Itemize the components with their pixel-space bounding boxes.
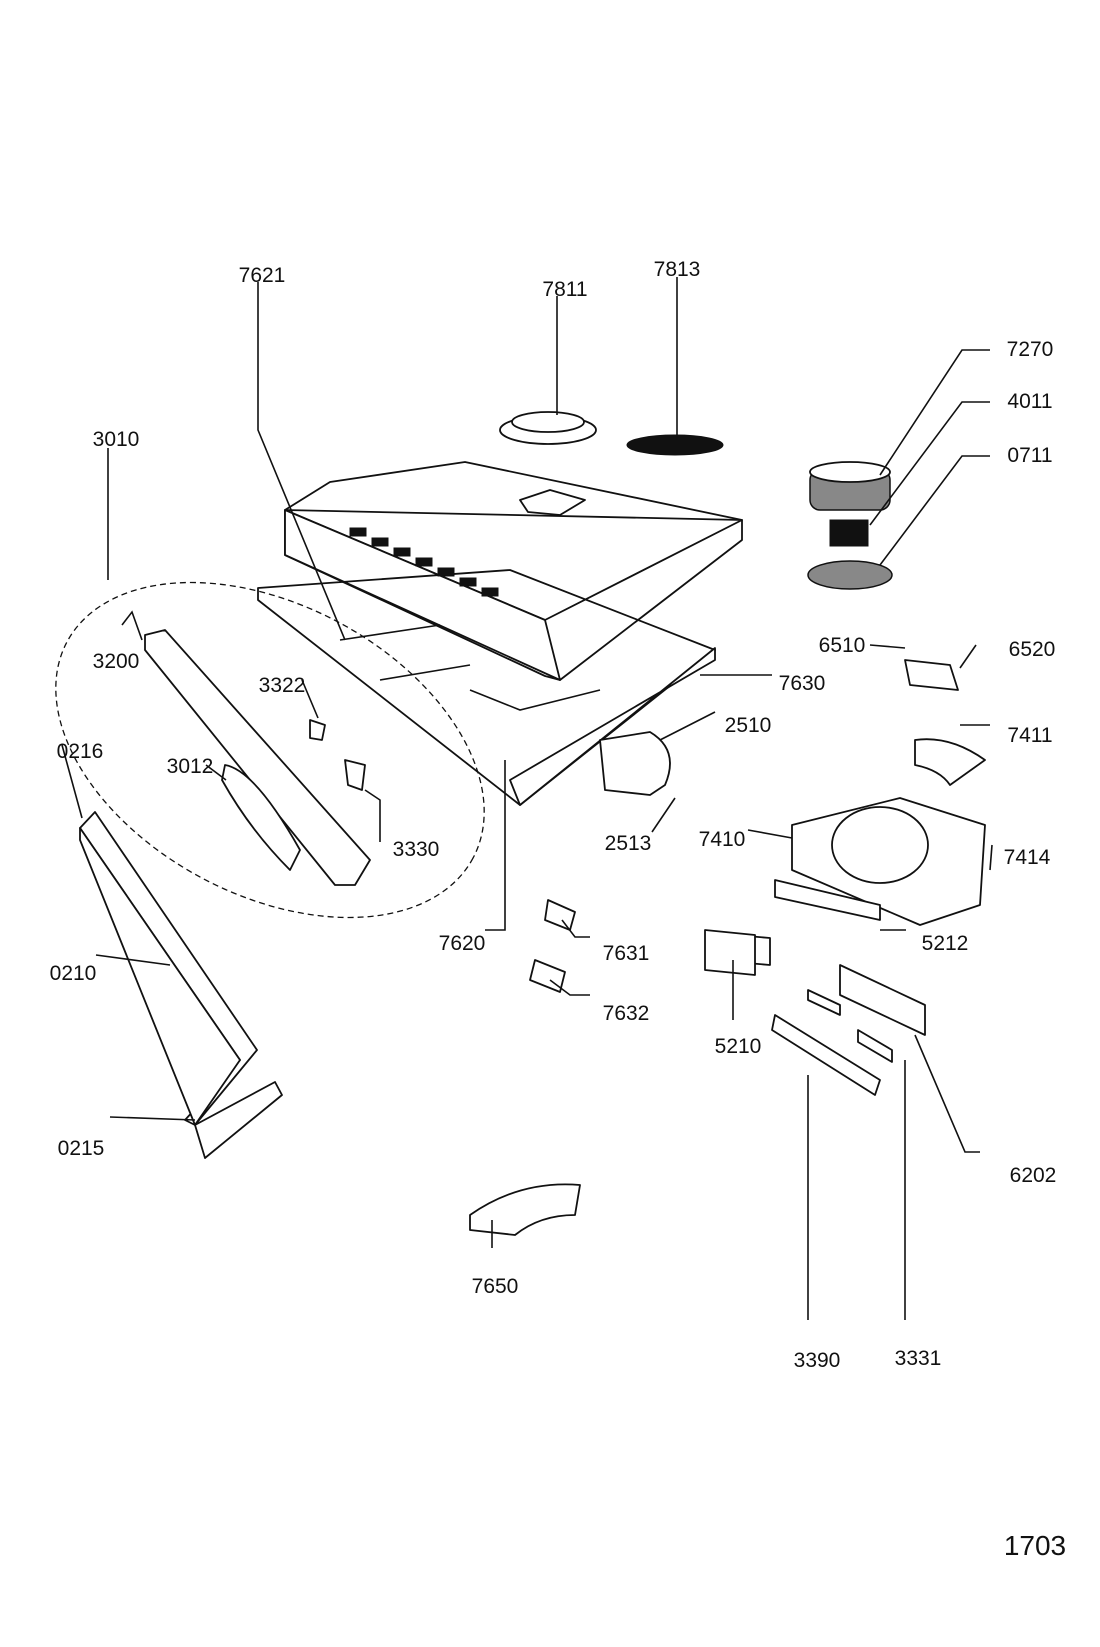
label-7630: 7630 — [779, 672, 826, 695]
leader-lines — [61, 277, 993, 1320]
label-0215: 0215 — [58, 1137, 105, 1160]
label-7621: 7621 — [239, 264, 286, 287]
label-2510: 2510 — [725, 714, 772, 737]
label-3322: 3322 — [259, 674, 306, 697]
glass-panel — [79, 811, 283, 1159]
label-7632: 7632 — [603, 1002, 650, 1025]
label-7414: 7414 — [1004, 846, 1051, 869]
label-7411: 7411 — [1007, 724, 1052, 747]
label-3331: 3331 — [895, 1347, 942, 1370]
label-5212: 5212 — [922, 932, 969, 955]
label-2513: 2513 — [605, 832, 652, 855]
motor-parts — [807, 461, 959, 691]
label-3200: 3200 — [93, 650, 140, 673]
label-3330: 3330 — [393, 838, 440, 861]
duct-7650 — [469, 1183, 581, 1236]
fan-housing — [774, 738, 986, 926]
front-panel — [144, 629, 371, 886]
filter-7813 — [626, 434, 724, 456]
label-7620: 7620 — [439, 932, 486, 955]
label-7650: 7650 — [472, 1275, 519, 1298]
label-7270: 7270 — [1007, 338, 1054, 361]
label-7811: 7811 — [542, 278, 587, 301]
duct-2510 — [599, 731, 671, 796]
control-parts — [529, 899, 926, 1096]
filter-frame — [257, 569, 716, 806]
label-5210: 5210 — [715, 1035, 762, 1058]
label-7631: 7631 — [603, 942, 650, 965]
label-4011: 4011 — [1007, 390, 1052, 413]
label-7410: 7410 — [699, 828, 746, 851]
label-3012: 3012 — [167, 755, 214, 778]
page-number: 1703 — [1004, 1530, 1066, 1561]
filter-7811 — [499, 411, 597, 445]
label-6510: 6510 — [819, 634, 866, 657]
label-3010: 3010 — [93, 428, 140, 451]
label-3390: 3390 — [794, 1349, 841, 1372]
label-6520: 6520 — [1009, 638, 1056, 661]
label-7813: 7813 — [654, 258, 701, 281]
label-0711: 0711 — [1007, 444, 1052, 467]
label-0216: 0216 — [57, 740, 104, 763]
label-0210: 0210 — [50, 962, 97, 985]
label-6202: 6202 — [1010, 1164, 1057, 1187]
